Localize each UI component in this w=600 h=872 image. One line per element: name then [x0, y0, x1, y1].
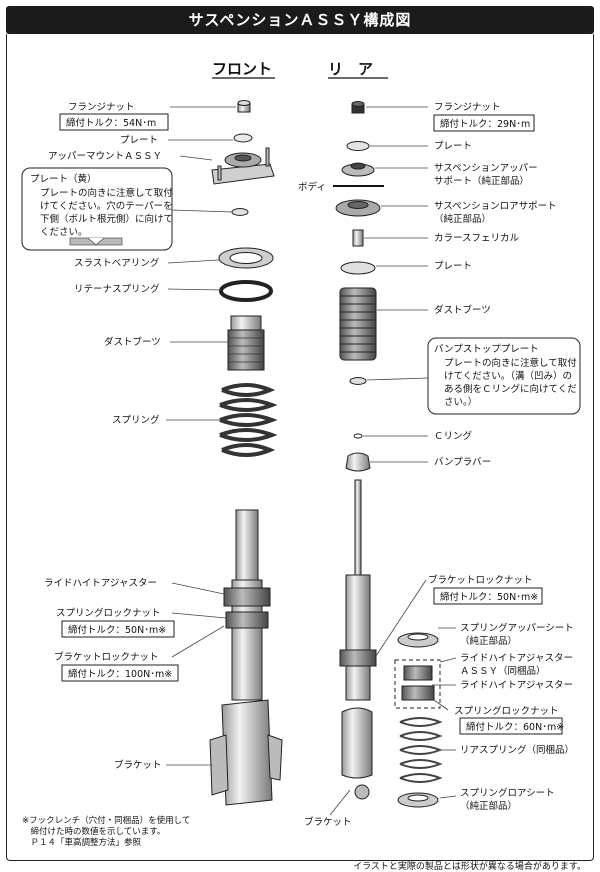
rear-plate2-part — [340, 261, 376, 275]
rear-bump-plate-callout: バンプストッププレート プレートの向きに注意して取付 けてください。（溝（凹み）… — [427, 337, 581, 415]
front-plate-note-callout: プレート（黄） プレートの向きに注意して取付 けてください。穴のテーパーを 下側… — [21, 167, 173, 251]
rear-flange-nut-label: フランジナット — [434, 102, 501, 113]
front-yellow-plate-part — [231, 208, 249, 216]
front-heading: フロント — [212, 60, 272, 78]
rear-upper-support-sub: サポート（純正部品） — [434, 175, 529, 187]
rear-lower-support-part — [335, 199, 381, 217]
rear-spring-lower-seat-label: スプリングロアシート — [460, 787, 555, 799]
rear-lower-support-label: サスペンションロアサポート — [434, 201, 557, 212]
front-dust-boot-part — [227, 315, 265, 371]
front-plate-part — [233, 133, 253, 143]
rear-spring-lock-torque-box — [459, 717, 563, 735]
front-spring-lock-nut-label: スプリングロックナット — [56, 607, 161, 619]
front-dust-boot-label: ダストブーツ — [104, 336, 161, 348]
rear-spring-lock-nut-label: スプリングロックナット — [454, 705, 559, 717]
rear-bracket-lock-torque-box — [433, 587, 543, 605]
rear-dust-boot-part — [339, 287, 377, 361]
rear-plate-label: プレート — [434, 141, 472, 152]
rear-flange-nut-torque: 締付トルク：29N･m — [440, 118, 530, 130]
front-retainer-spring-part — [219, 280, 273, 302]
disclaimer: イラストと実際の製品とは形状が異なる場合があります。 — [353, 862, 586, 872]
page-title: サスペンションＡＳＳＹ構成図 — [6, 6, 594, 34]
rear-spring-upper-seat-label: スプリングアッパーシート — [460, 622, 574, 634]
rear-rh-adjuster-assy-sub: ＡＳＳＹ（同梱品） — [460, 665, 546, 677]
rear-bump-plate-line: ある側をＣリングに向けてくだ — [444, 383, 577, 395]
front-flange-nut-torque: 締付トルク：54N･m — [66, 117, 156, 129]
front-retainer-spring-label: リテーナスプリング — [74, 283, 160, 295]
rear-rh-adjuster-assy-label: ライドハイトアジャスター — [460, 653, 573, 664]
rear-plate2-label: プレート — [434, 261, 472, 272]
front-plate-note-line: プレートの向きに注意して取付 — [40, 187, 173, 199]
front-spring-lock-torque: 締付トルク：50N･m※ — [68, 624, 166, 636]
front-plate-label: プレート — [120, 135, 158, 146]
rear-flange-nut-torque-box — [433, 114, 535, 132]
torque-footnote: ※フックレンチ（穴付・同梱品）を使用して 締付けた時の数値を示しています。 Ｐ１… — [22, 816, 190, 849]
rear-bump-plate-part — [349, 377, 367, 385]
front-bracket-label: ブラケット — [114, 759, 162, 771]
front-bracket-lock-torque-box — [61, 664, 179, 682]
rear-bump-plate-title: バンプストッププレート — [434, 344, 539, 355]
rear-adjuster-assy-box — [394, 659, 441, 709]
front-shock-body-part — [223, 509, 271, 701]
footnote-line: 締付けた時の数値を示しています。 — [22, 827, 166, 837]
rear-bump-plate-line: けてください。（溝（凹み）の — [444, 370, 572, 382]
rear-shock-body-part — [339, 479, 377, 701]
rear-spring-upper-seat-part — [397, 632, 439, 648]
rear-spring-lower-seat-part — [397, 792, 439, 808]
front-spring-lock-torque-box — [61, 620, 175, 638]
rear-spring-lower-seat-sub: （純正部品） — [460, 800, 517, 812]
diagram-frame — [6, 34, 594, 861]
front-plate-note-line: ください。 — [40, 227, 88, 238]
rear-spring-label: リアスプリング（同梱品） — [460, 744, 574, 756]
rear-spring-part — [399, 717, 443, 783]
rear-plate-part — [346, 141, 370, 151]
rear-bump-plate-line: プレートの向きに注意して取付 — [444, 357, 577, 369]
rear-heading: リ ア — [328, 60, 373, 78]
front-bracket-part — [209, 699, 283, 806]
rear-flange-nut-part — [351, 101, 365, 114]
rear-upper-support-part — [341, 162, 375, 177]
front-upper-mount-part — [211, 147, 275, 185]
rear-spring-upper-seat-sub: （純正部品） — [460, 635, 517, 647]
rear-bump-rubber-label: バンプラバー — [434, 457, 491, 468]
rear-bracket-lock-nut-label: ブラケットロックナット — [428, 574, 533, 586]
rear-body-label: ボディ — [298, 181, 326, 193]
footnote-line: ※フックレンチ（穴付・同梱品）を使用して — [22, 816, 191, 826]
front-ride-height-label: ライドハイトアジャスター — [44, 578, 157, 589]
rear-adjuster-part — [401, 665, 435, 701]
rear-rh-adjuster-label: ライドハイトアジャスター — [460, 680, 573, 691]
front-bracket-lock-nut-label: ブラケットロックナット — [54, 651, 159, 663]
front-spring-label: スプリング — [112, 414, 160, 426]
front-thrust-bearing-label: スラストベアリング — [74, 257, 160, 269]
front-upper-mount-label: アッパーマウントＡＳＳＹ — [48, 151, 162, 162]
rear-bump-rubber-part — [345, 452, 371, 472]
front-plate-note-line: 下側（ボルト根元側）に向けて — [40, 213, 173, 225]
rear-c-ring-part — [353, 433, 363, 439]
rear-upper-support-label: サスペンションアッパー — [434, 163, 538, 174]
rear-dust-boot-label: ダストブーツ — [434, 304, 491, 316]
rear-c-ring-label: Ｃリング — [434, 430, 473, 442]
front-plate-note-line: けてください。穴のテーパーを — [40, 200, 173, 212]
rear-collar-part — [352, 229, 364, 247]
footnote-line: Ｐ１４「車高調整方法」参照 — [22, 838, 142, 848]
rear-bracket-lock-torque: 締付トルク：50N･m※ — [440, 591, 538, 603]
front-spring-part — [219, 383, 278, 457]
front-thrust-bearing-part — [218, 247, 274, 269]
front-flange-nut-part — [237, 100, 251, 113]
rear-collar-label: カラースフェリカル — [434, 233, 520, 244]
front-flange-nut-torque-box — [59, 113, 169, 131]
rear-lower-support-sub: （純正部品） — [434, 213, 491, 225]
front-flange-nut-label: フランジナット — [68, 102, 135, 113]
rear-bracket-part — [341, 707, 373, 800]
rear-bracket-label: ブラケット — [304, 816, 352, 828]
rear-spring-lock-torque: 締付トルク：60N･m※ — [466, 721, 564, 733]
front-plate-note-title: プレート（黄） — [30, 173, 97, 185]
rear-bump-plate-line: さい。） — [444, 396, 477, 408]
front-bracket-lock-torque: 締付トルク：100N･m※ — [68, 668, 172, 680]
